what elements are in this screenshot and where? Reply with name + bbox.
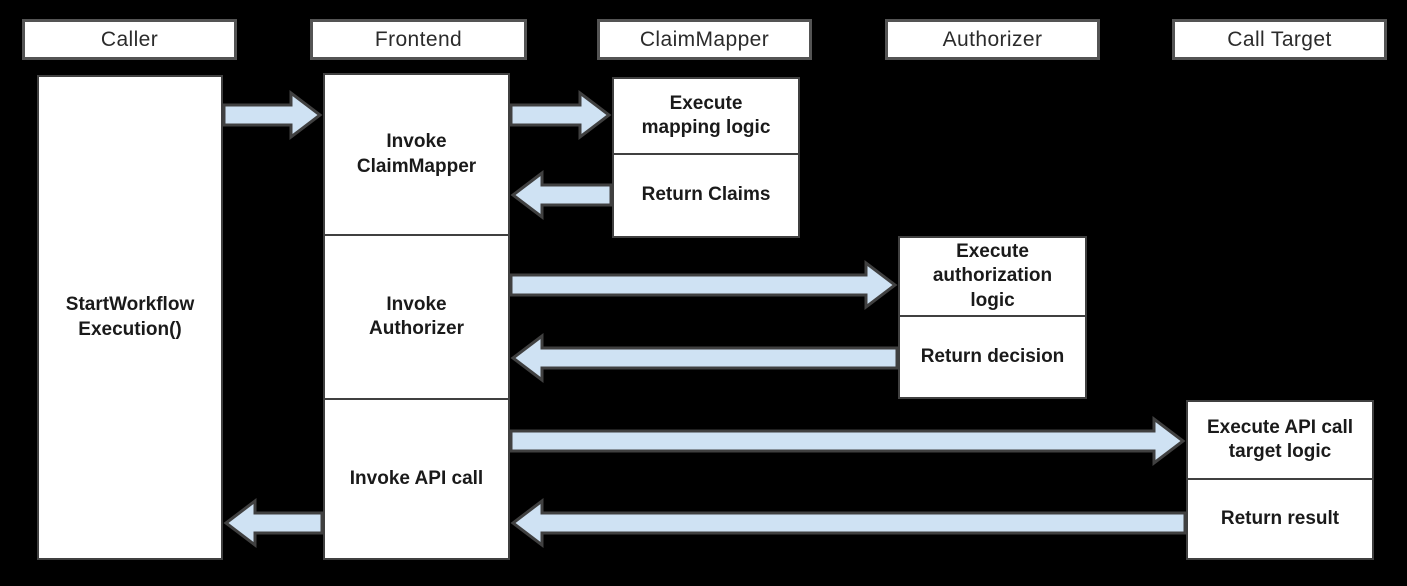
arrow-frontend-to-claimmapper-icon [510,90,612,140]
box-return-decision: Return decision [898,315,1087,399]
box-execute-authorization-logic: Execute authorization logic [898,236,1087,317]
lane-header-claimmapper: ClaimMapper [597,19,812,60]
box-invoke-authorizer: Invoke Authorizer [323,234,510,400]
lane-header-frontend: Frontend [310,19,527,60]
box-start-workflow-execution: StartWorkflow Execution() [37,75,223,560]
arrow-frontend-return-to-caller-icon [223,498,323,548]
box-invoke-api-call: Invoke API call [323,398,510,560]
box-invoke-claimmapper: Invoke ClaimMapper [323,73,510,236]
arrow-claimmapper-return-to-frontend-icon [510,170,612,220]
arrow-caller-to-frontend-icon [223,90,323,140]
arrow-frontend-to-authorizer-icon [510,260,898,310]
lane-header-authorizer: Authorizer [885,19,1100,60]
arrow-authorizer-return-to-frontend-icon [510,333,898,383]
arrow-call-target-return-to-frontend-icon [510,498,1186,548]
lane-header-caller: Caller [22,19,237,60]
arrow-frontend-to-call-target-icon [510,416,1186,466]
box-return-result: Return result [1186,478,1374,560]
box-execute-mapping-logic: Execute mapping logic [612,77,800,155]
lane-header-call-target: Call Target [1172,19,1387,60]
box-return-claims: Return Claims [612,153,800,238]
box-execute-api-call-target-logic: Execute API call target logic [1186,400,1374,480]
